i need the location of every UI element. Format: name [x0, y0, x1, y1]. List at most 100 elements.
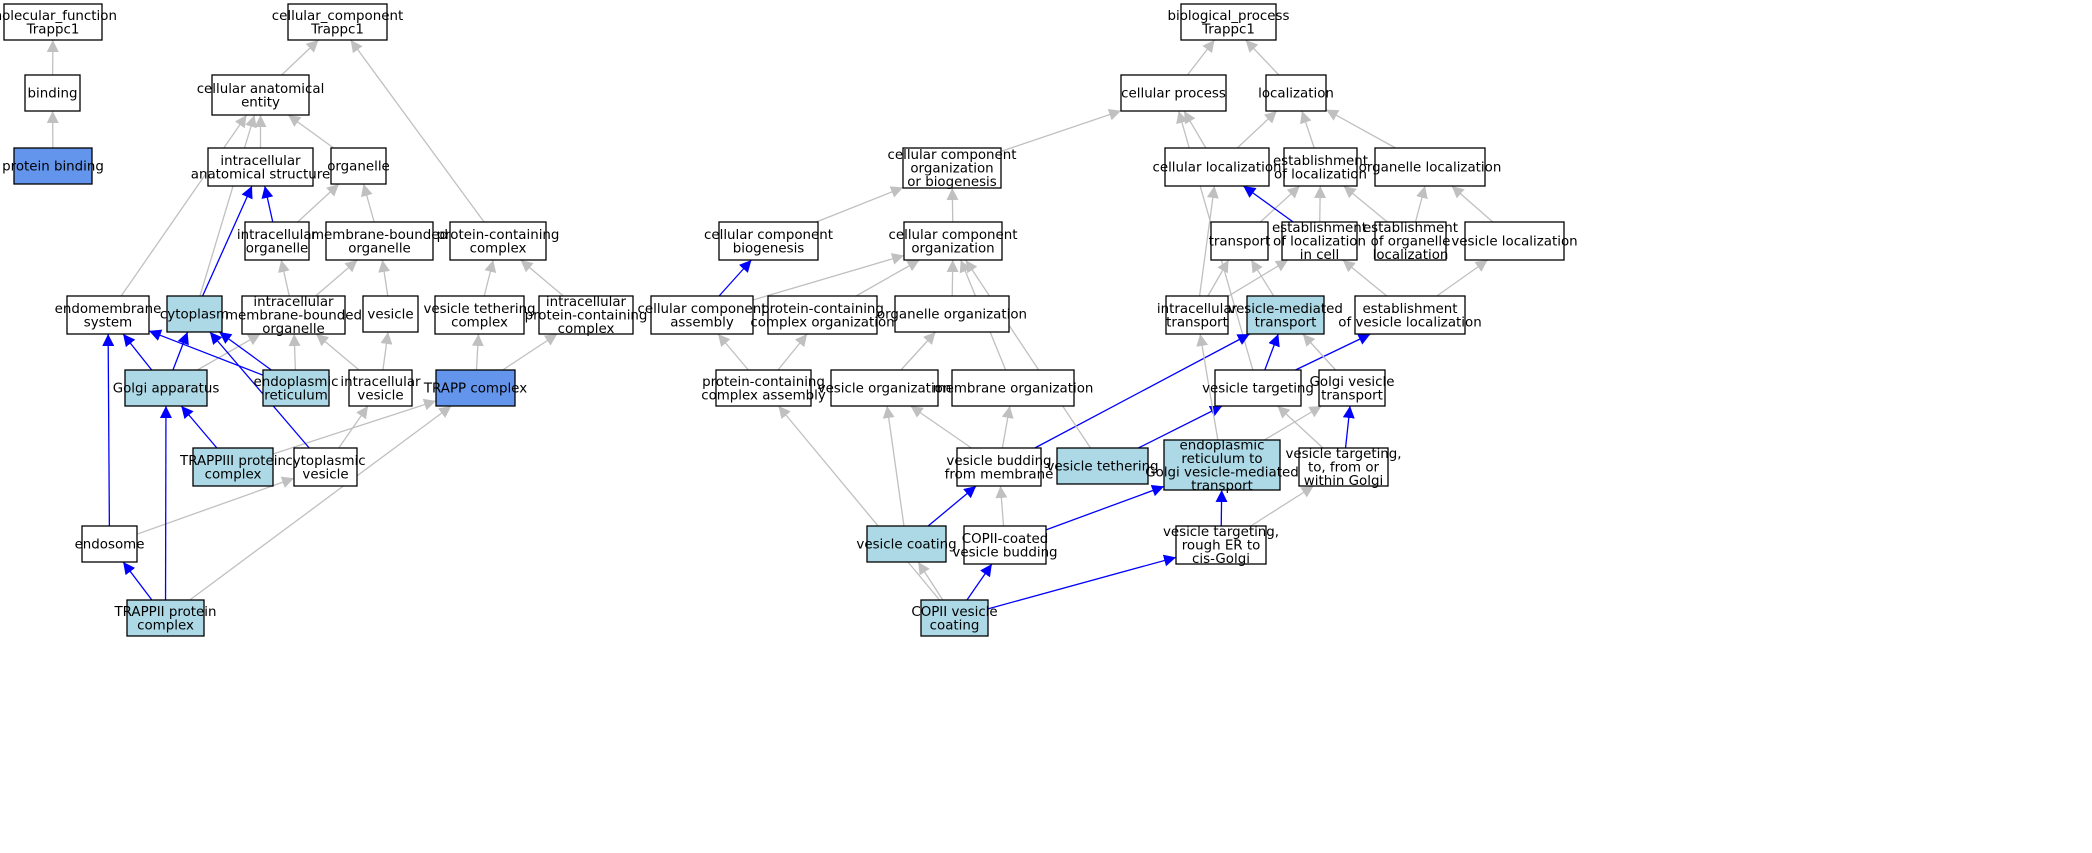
node-label-line: establishment — [1273, 154, 1368, 169]
edge-imbo-to-intorg — [277, 259, 290, 297]
node-organelle[interactable]: organelle — [327, 147, 390, 185]
edge-golgives-to-vmt — [1302, 333, 1337, 371]
node-label-line: COPII vesicle — [911, 605, 997, 620]
node-label-line: Trappc1 — [1201, 22, 1255, 37]
node-label-line: vesicle organization — [818, 382, 952, 397]
edge-estvesloc-to-estlocc — [1342, 259, 1388, 297]
edge-ergolgi-to-golgives — [1263, 405, 1322, 441]
node-box — [830, 369, 939, 407]
node-cp[interactable]: cellular process — [1120, 74, 1227, 112]
node-vesloc[interactable]: vesicle localization — [1451, 221, 1578, 261]
node-golgi[interactable]: Golgi apparatus — [113, 369, 220, 407]
node-box — [902, 147, 1002, 189]
edge-transport-to-estloc — [1259, 185, 1301, 223]
node-trapp[interactable]: TRAPP complex — [423, 369, 527, 407]
node-box — [192, 447, 274, 487]
node-box — [951, 369, 1075, 407]
edge-estlocc-to-cellloc — [1242, 185, 1294, 223]
node-memorg[interactable]: membrane organization — [933, 369, 1094, 407]
node-loc[interactable]: localization — [1258, 74, 1334, 112]
node-box — [920, 599, 989, 637]
node-orgorg[interactable]: organelle organization — [877, 295, 1027, 333]
node-label-line: establishment — [1272, 221, 1367, 236]
edge-pcco-to-cco — [855, 259, 920, 297]
node-label-line: organelle organization — [877, 308, 1027, 323]
node-vestarg[interactable]: vesicle targeting — [1202, 369, 1314, 407]
edge-ergolgi-to-inttrans — [1196, 333, 1219, 441]
node-cytoplasm[interactable]: cytoplasm — [160, 295, 229, 333]
node-label-line: endoplasmic — [254, 375, 339, 390]
node-vesicle[interactable]: vesicle — [362, 295, 419, 333]
node-transport[interactable]: transport — [1209, 221, 1271, 261]
node-box — [241, 295, 346, 335]
edge-golgi-to-imbo — [197, 333, 261, 371]
node-label-line: membrane organization — [933, 382, 1094, 397]
edge-organelle-to-cae — [287, 114, 335, 149]
node-endosome[interactable]: endosome — [75, 525, 145, 563]
node-box — [1464, 221, 1565, 261]
node-box — [1354, 295, 1466, 335]
node-label-line: vesicle-mediated — [1228, 302, 1343, 317]
node-label-line: protein-containing — [525, 309, 648, 324]
edge-vesbud-to-vmt — [1034, 333, 1250, 449]
edge-ccb-to-ccob — [816, 186, 904, 223]
node-binding[interactable]: binding — [24, 74, 81, 112]
edge-orgloc-to-loc — [1325, 108, 1396, 149]
node-box — [124, 369, 208, 407]
node-box — [362, 295, 419, 333]
node-orgloc[interactable]: organelle localization — [1359, 147, 1502, 187]
edge-vesteth-to-cco — [965, 259, 1092, 449]
edge-vesloc-to-orgloc — [1451, 185, 1494, 223]
node-label-line: molecular_function — [0, 9, 117, 24]
node-box — [3, 3, 103, 41]
node-cellloc[interactable]: cellular localization — [1152, 147, 1282, 187]
node-label-line: cytoplasmic — [285, 454, 365, 469]
node-label-line: reticulum — [264, 388, 328, 403]
node-label-line: localization — [1258, 87, 1334, 102]
node-box — [1214, 369, 1302, 407]
node-box — [81, 525, 138, 563]
node-box — [13, 147, 93, 185]
node-vesteth[interactable]: vesicle tethering — [1046, 447, 1159, 485]
node-vesorg[interactable]: vesicle organization — [818, 369, 952, 407]
node-vescoat[interactable]: vesicle coating — [856, 525, 957, 563]
node-protbind[interactable]: protein binding — [2, 147, 104, 185]
edge-inttrans-to-transport — [1207, 259, 1230, 297]
